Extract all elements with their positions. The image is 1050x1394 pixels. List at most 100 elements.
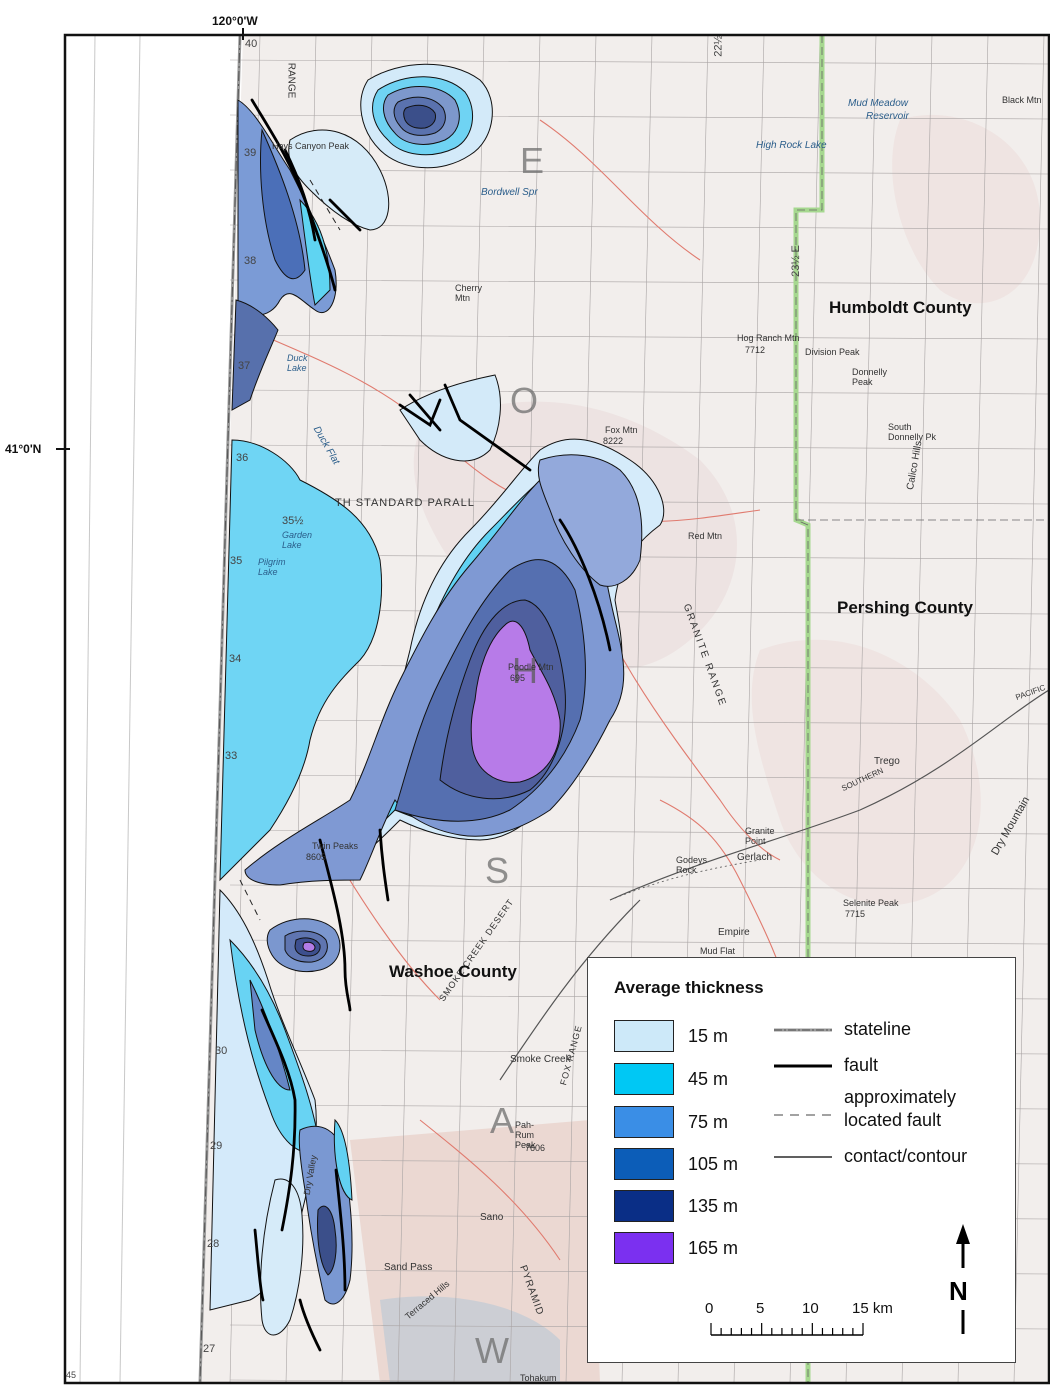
- north-arrow-head: [956, 1224, 970, 1244]
- grid-number: 33: [225, 750, 238, 762]
- grid-line-vertical: [1013, 35, 1045, 1383]
- grid-line-horizontal: [229, 719, 1049, 725]
- place-range: RANGE: [285, 62, 297, 99]
- grid-number: 22½: [712, 35, 725, 57]
- legend-swatch-105m: [614, 1148, 674, 1180]
- faults: [250, 98, 612, 1352]
- legend-label-contact: contact/contour: [844, 1146, 968, 1166]
- place-sano: Sano: [480, 1212, 504, 1223]
- legend-label-fault: fault: [844, 1055, 879, 1075]
- place-mud-meadow: Mud Meadow: [848, 98, 909, 109]
- legend-title: Average thickness: [614, 978, 764, 997]
- grid-number: 45: [66, 1370, 77, 1380]
- scale-label-5: 5: [756, 1300, 765, 1317]
- place-black-mtn: Black Mtn: [1002, 95, 1042, 105]
- map-letter-a: A: [490, 1100, 515, 1141]
- county-humboldt: Humboldt County: [829, 298, 972, 317]
- legend: Average thickness 15 m 45 m 75 m 105 m 1…: [587, 957, 1016, 1363]
- grid-number: 39: [244, 147, 257, 159]
- grid-number: 28: [207, 1238, 220, 1250]
- place-twin-peaks-elev: 8605: [306, 852, 327, 862]
- scale-label-10: 10: [802, 1300, 819, 1317]
- legend-line-symbols: [710, 1028, 970, 1336]
- legend-label-105m: 105 m: [688, 1154, 739, 1174]
- place-hays-canyon-peak: Hays Canyon Peak: [272, 141, 350, 151]
- place-south-donnelly: South Donnelly Pk: [888, 422, 937, 442]
- place-selenite-elev: 7715: [845, 909, 866, 919]
- grid-line-horizontal: [229, 334, 1049, 340]
- place-high-rock-lake: High Rock Lake: [756, 140, 827, 151]
- map-letter-o: O: [510, 380, 539, 421]
- legend-swatch-15m: [614, 1020, 674, 1052]
- longitude-label: 120°0'W: [212, 14, 258, 28]
- place-fox-mtn: Fox Mtn: [605, 425, 638, 435]
- grid-line-horizontal: [229, 279, 1049, 285]
- legend-label-approx-fault-2: located fault: [844, 1110, 942, 1130]
- place-duck-lake: Duck Lake: [287, 353, 308, 373]
- map-letter-w: W: [475, 1330, 509, 1371]
- grid-line-horizontal: [229, 444, 1049, 450]
- place-hog-ranch-mtn: Hog Ranch Mtn: [737, 333, 800, 343]
- map-letter-e: E: [520, 140, 545, 181]
- place-pah-rum-elev: 7606: [525, 1143, 546, 1153]
- legend-label-15m: 15 m: [688, 1026, 729, 1046]
- place-trego: Trego: [874, 756, 900, 767]
- map-letter-h: H: [512, 650, 538, 691]
- county-pershing: Pershing County: [837, 598, 974, 617]
- north-arrow-letter: N: [949, 1276, 968, 1306]
- grid-line-horizontal: [229, 939, 1049, 945]
- place-poodle-elev: 695: [510, 673, 526, 683]
- county-washoe: Washoe County: [389, 962, 517, 981]
- legend-swatch-75m: [614, 1106, 674, 1138]
- place-godeys-rock: Godeys Rock: [676, 855, 708, 875]
- place-smoke-creek: Smoke Creek: [510, 1054, 571, 1065]
- place-pilgrim-lake: Pilgrim Lake: [258, 557, 286, 577]
- grid-line-horizontal: [229, 389, 1049, 395]
- scale-label-15km: 15 km: [852, 1300, 893, 1317]
- scale-label-0: 0: [705, 1300, 714, 1317]
- legend-label-stateline: stateline: [844, 1019, 912, 1039]
- legend-swatch-165m: [614, 1232, 674, 1264]
- grid-line-horizontal: [229, 59, 1049, 65]
- grid-number: 40: [245, 38, 258, 50]
- latitude-label: 41°0'N: [5, 442, 42, 456]
- grid-number: 34: [229, 653, 242, 665]
- legend-label-75m: 75 m: [688, 1112, 729, 1132]
- map-letter-s: S: [485, 850, 510, 891]
- place-empire: Empire: [718, 927, 750, 938]
- place-standard-parallel: TH STANDARD PARALL: [335, 497, 475, 509]
- grid-number: 38: [244, 255, 257, 267]
- place-mud-flat: Mud Flat: [700, 946, 736, 956]
- place-poodle-mtn: Poodle Mtn: [508, 662, 554, 672]
- place-granite-point: Granite Point: [745, 826, 775, 846]
- legend-label-45m: 45 m: [688, 1069, 729, 1089]
- grid-number: 37: [238, 360, 251, 372]
- grid-number: 35½: [282, 515, 304, 527]
- thickness-units: [209, 63, 665, 1336]
- grid-number: 29: [210, 1140, 223, 1152]
- legend-label-165m: 165 m: [688, 1238, 739, 1258]
- place-donnelly-peak: Donnelly Peak: [852, 367, 888, 387]
- place-reservoir: Reservoir: [866, 111, 909, 122]
- grid-line-horizontal: [229, 664, 1049, 670]
- place-red-mtn: Red Mtn: [688, 531, 723, 541]
- place-division-peak: Division Peak: [805, 347, 860, 357]
- place-selenite-peak: Selenite Peak: [843, 898, 899, 908]
- place-gerlach: Gerlach: [737, 852, 773, 863]
- map-frame: [63, 33, 1050, 1385]
- approx-faults: [239, 179, 341, 921]
- legend-swatch-135m: [614, 1190, 674, 1222]
- place-pah-rum-peak: Pah-Rum Peak: [515, 1120, 536, 1150]
- grid-number: 27: [203, 1343, 216, 1355]
- place-garden-lake: Garden Lake: [282, 530, 313, 550]
- place-twin-peaks: Twin Peaks: [312, 841, 359, 851]
- place-tohakum: Tohakum: [520, 1373, 557, 1383]
- grid-number: 35: [230, 555, 243, 567]
- place-bordwell-spr: Bordwell Spr: [481, 187, 538, 198]
- place-sand-pass: Sand Pass: [384, 1262, 433, 1273]
- place-cherry-mtn: Cherry Mtn: [455, 283, 483, 303]
- grid-number: 36: [236, 452, 249, 464]
- grid-number: 23½ E: [789, 245, 802, 277]
